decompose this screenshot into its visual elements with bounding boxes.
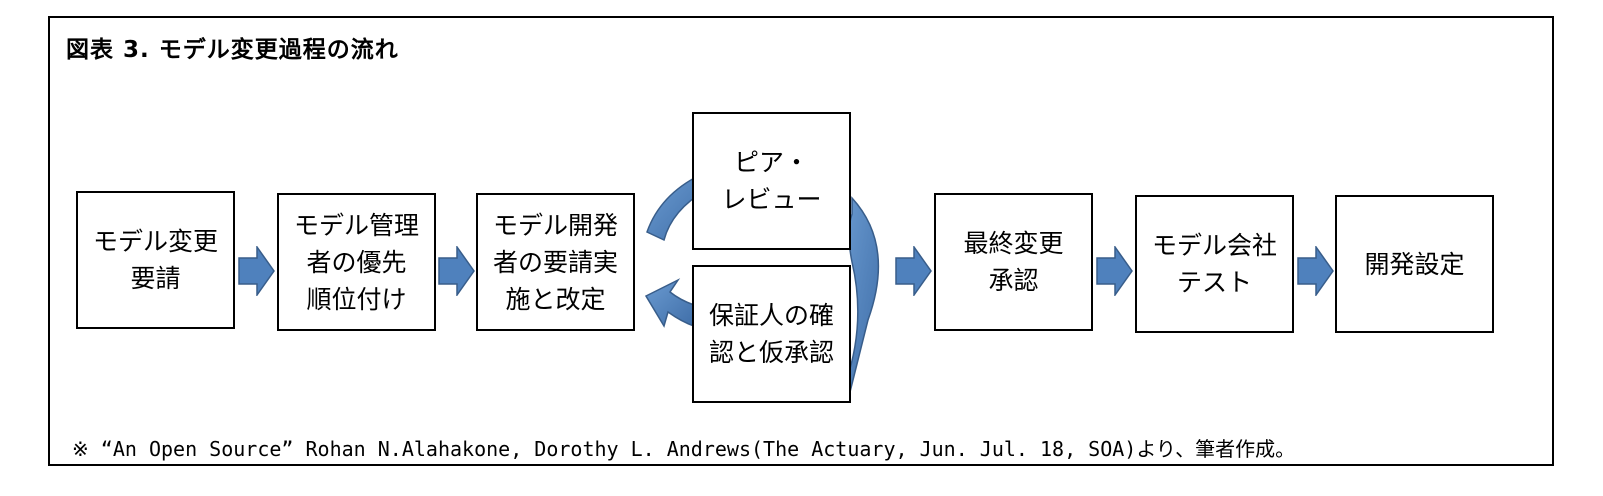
flow-arrow-icon xyxy=(1297,246,1334,296)
flow-arrow-icon xyxy=(238,246,275,296)
box-prioritization: モデル管理者の優先順位付け xyxy=(277,193,436,331)
box-line: モデル会社 xyxy=(1151,231,1277,260)
box-line: 順位付け xyxy=(306,284,407,314)
box-deployment: 開発設定 xyxy=(1335,195,1494,333)
box-model-change-request: モデル変更要請 xyxy=(76,191,235,329)
box-line: テスト xyxy=(1176,268,1252,297)
box-line: モデル開発 xyxy=(492,210,618,240)
box-implementation: モデル開発者の要請実施と改定 xyxy=(476,193,635,331)
cycle-arrowhead-left-icon xyxy=(644,278,695,328)
box-line: 開発設定 xyxy=(1364,249,1465,279)
box-line: モデル変更 xyxy=(92,227,218,256)
box-line: モデル管理 xyxy=(293,210,419,240)
box-final-approval: 最終変更承認 xyxy=(934,193,1093,331)
figure-title: 図表 3. モデル変更過程の流れ xyxy=(66,37,399,63)
box-line: ピア・ xyxy=(733,148,809,177)
box-line: 認と仮承認 xyxy=(708,338,834,367)
box-line: 者の要請実 xyxy=(492,247,618,277)
box-line: 者の優先 xyxy=(306,247,407,277)
box-line: 要請 xyxy=(130,264,181,293)
box-line: 保証人の確 xyxy=(708,301,834,330)
box-line: 最終変更 xyxy=(963,229,1064,258)
box-line: 施と改定 xyxy=(505,284,606,314)
source-note: ※ “An Open Source” Rohan N.Alahakone, Do… xyxy=(72,437,1296,461)
flow-arrow-icon xyxy=(438,246,475,296)
box-line: レビュー xyxy=(721,185,822,214)
box-peer-review: ピア・レビュー xyxy=(692,112,851,250)
flow-arrow-icon xyxy=(1096,246,1133,296)
box-company-test: モデル会社テスト xyxy=(1135,195,1294,333)
box-guarantor-approval: 保証人の確認と仮承認 xyxy=(692,265,851,403)
flow-arrow-icon xyxy=(895,246,932,296)
box-line: 承認 xyxy=(988,266,1039,295)
